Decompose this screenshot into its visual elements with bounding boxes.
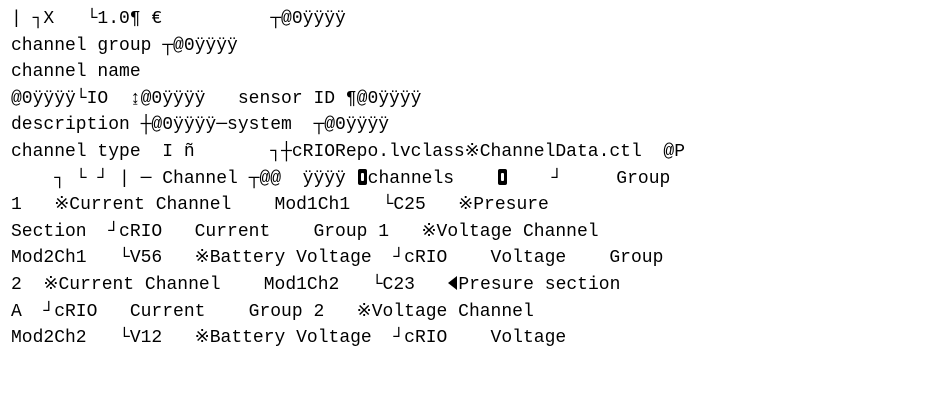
text-line-5: description ┼@0ÿÿÿÿ─system ┬@0ÿÿÿÿ (11, 112, 941, 139)
text-view: | ┐X └1.0¶ € ┬@0ÿÿÿÿ channel group ┬@0ÿÿ… (11, 6, 941, 352)
line-7-text-b: channels (367, 168, 498, 189)
text-line-13: Mod2Ch2 └V12 ※Battery Voltage ┘cRIO Volt… (11, 325, 941, 352)
triangle-left-icon (448, 275, 458, 290)
line-9-text: Section ┘cRIO Current Group 1 ※Voltage C… (11, 221, 599, 242)
line-11-text-a: 2 ※Current Channel Mod1Ch2 └C23 (11, 274, 448, 295)
text-line-4: @0ÿÿÿÿ└IO ↨@0ÿÿÿÿ sensor ID ¶@0ÿÿÿÿ (11, 86, 941, 113)
text-line-10: Mod2Ch1 └V56 ※Battery Voltage ┘cRIO Volt… (11, 245, 941, 272)
line-3-text: channel name (11, 62, 141, 83)
text-line-1: | ┐X └1.0¶ € ┬@0ÿÿÿÿ (11, 6, 941, 33)
block-glyph-icon (357, 168, 367, 185)
line-8-text: 1 ※Current Channel Mod1Ch1 └C25 ※Presure (11, 195, 549, 216)
text-line-3: channel name (11, 59, 941, 86)
block-glyph-icon (498, 168, 508, 185)
text-line-6: channel type I ñ ┐┼cRIORepo.lvclass※Chan… (11, 139, 941, 166)
text-line-11: 2 ※Current Channel Mod1Ch2 └C23 Presure … (11, 272, 941, 299)
line-13-text: Mod2Ch2 └V12 ※Battery Voltage ┘cRIO Volt… (11, 328, 567, 349)
line-7-text-a: ┐ └ ┘ | ─ Channel ┬@@ ÿÿÿÿ (11, 168, 357, 189)
line-5-text: description ┼@0ÿÿÿÿ─system ┬@0ÿÿÿÿ (11, 115, 390, 136)
line-6-text: channel type I ñ ┐┼cRIORepo.lvclass※Chan… (11, 141, 685, 162)
line-11-text-b: Presure section (458, 274, 621, 295)
line-4-text: @0ÿÿÿÿ└IO ↨@0ÿÿÿÿ sensor ID ¶@0ÿÿÿÿ (11, 88, 422, 109)
line-2-text: channel group ┬@0ÿÿÿÿ (11, 35, 238, 56)
line-7-text-c: ┘ Group (508, 168, 671, 189)
text-line-9: Section ┘cRIO Current Group 1 ※Voltage C… (11, 219, 941, 246)
text-line-12: A ┘cRIO Current Group 2 ※Voltage Channel (11, 299, 941, 326)
text-line-7: ┐ └ ┘ | ─ Channel ┬@@ ÿÿÿÿ channels ┘ Gr… (11, 166, 941, 193)
text-line-8: 1 ※Current Channel Mod1Ch1 └C25 ※Presure (11, 192, 941, 219)
line-12-text: A ┘cRIO Current Group 2 ※Voltage Channel (11, 301, 534, 322)
line-1-text: | ┐X └1.0¶ € ┬@0ÿÿÿÿ (11, 9, 346, 29)
line-10-text: Mod2Ch1 └V56 ※Battery Voltage ┘cRIO Volt… (11, 248, 664, 269)
text-line-2: channel group ┬@0ÿÿÿÿ (11, 33, 941, 60)
